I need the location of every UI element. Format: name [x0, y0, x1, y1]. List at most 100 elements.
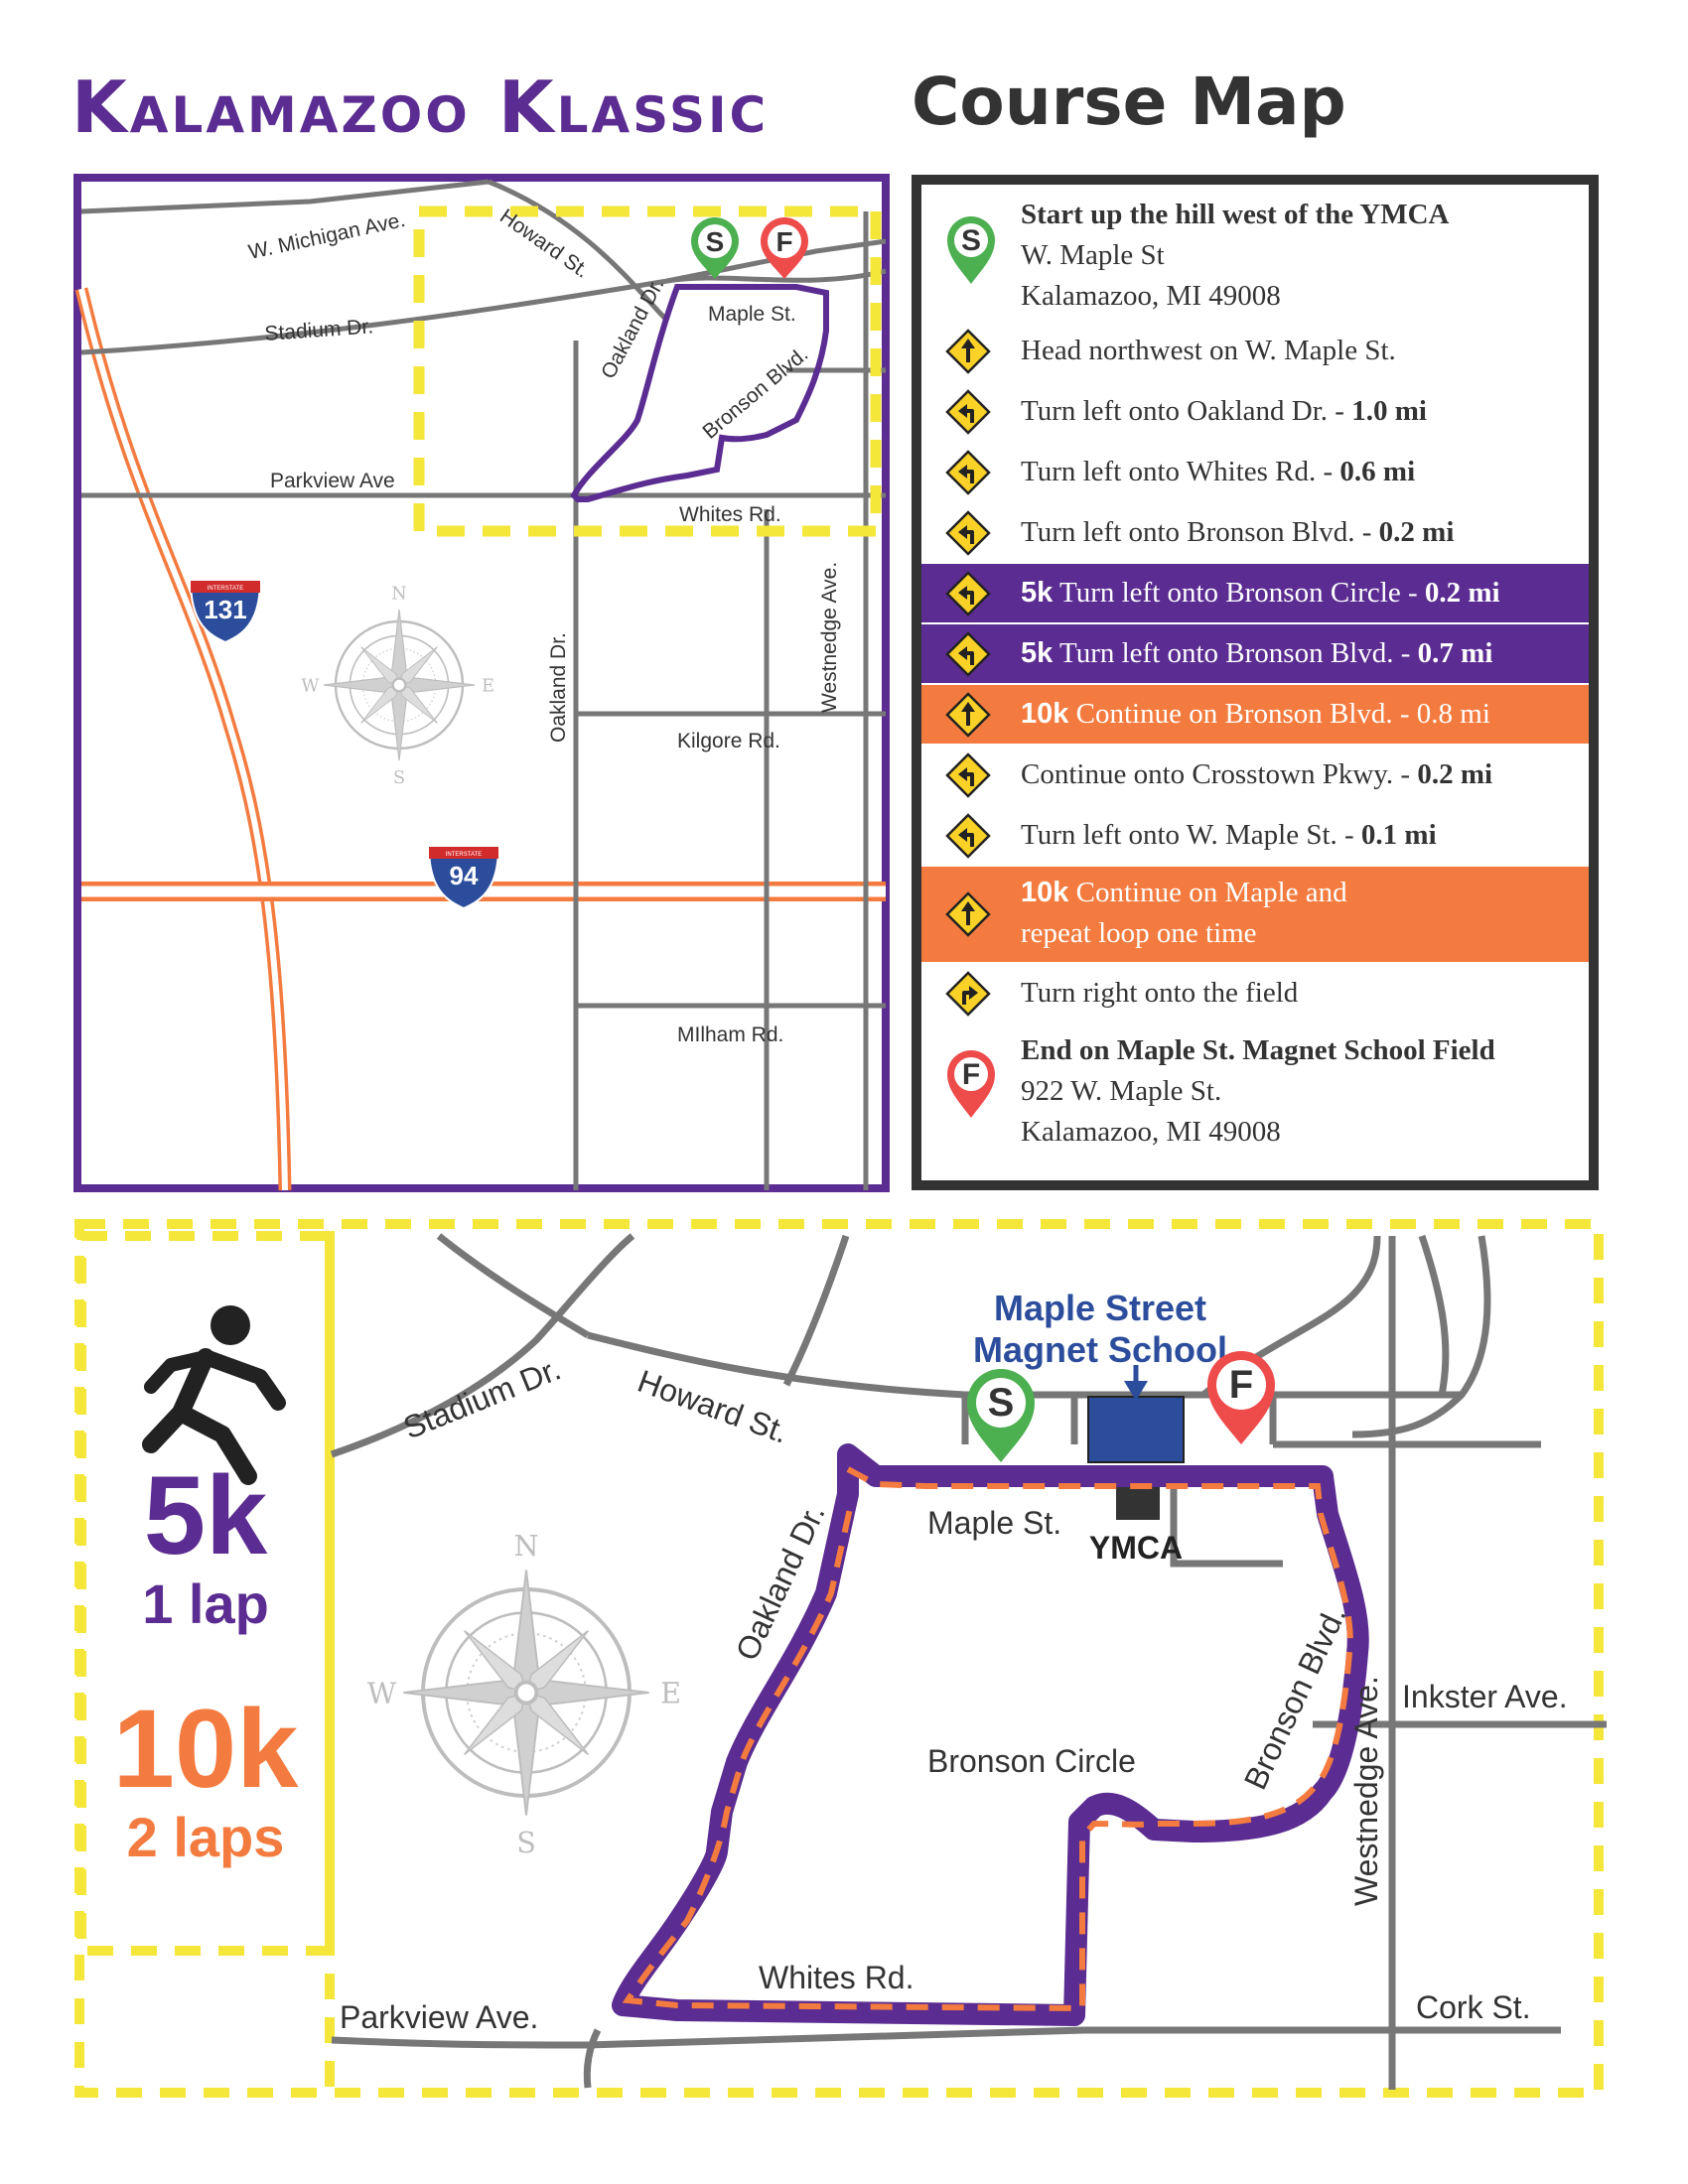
direction-step-3: Turn left onto Whites Rd. - 0.6 mi	[921, 443, 1589, 501]
step-tag: 5k	[1021, 637, 1054, 669]
arrow-up-sign-icon	[945, 691, 991, 743]
turn-left-sign-icon	[945, 630, 991, 682]
direction-step-7: 10k Continue on Bronson Blvd. - 0.8 mi	[921, 685, 1589, 744]
title-course-map: Course Map	[912, 64, 1346, 140]
step-distance: 0.2 mi	[1378, 516, 1455, 548]
shield-131-number: 131	[204, 595, 246, 624]
detail-compass-e: E	[660, 1676, 681, 1709]
interstate-94-shield: INTERSTATE 94	[427, 846, 500, 910]
directions-start-letter: S	[961, 224, 981, 257]
overview-compass-icon: N S E W	[301, 585, 494, 789]
overview-label-oakland-south: Oakland Dr.	[547, 632, 570, 743]
runner-icon	[142, 1305, 286, 1485]
direction-step-8: Continue onto Crosstown Pkwy. - 0.2 mi	[921, 746, 1589, 804]
turn-left-sign-icon	[945, 812, 991, 864]
directions-finish-letter: F	[962, 1058, 980, 1091]
direction-step-6: 5k Turn left onto Bronson Blvd. - 0.7 mi	[921, 624, 1589, 683]
step-text: Continue on Bronson Blvd. - 0.8 mi	[1075, 698, 1490, 730]
shield-131-top: INTERSTATE	[208, 586, 243, 592]
detail-map[interactable]: N S E W 5k 1 lap 10k 2 laps Maple Street…	[71, 1216, 1607, 2110]
step-distance: 0.2 mi	[1417, 758, 1493, 790]
overview-label-parkview: Parkview Ave	[270, 470, 395, 492]
detail-label-stadium: Stadium Dr.	[398, 1350, 565, 1445]
step-text: Turn left onto Oakland Dr. -	[1021, 395, 1352, 427]
detail-start-letter: S	[988, 1381, 1015, 1425]
direction-step-1: Head northwest on W. Maple St.	[921, 322, 1589, 380]
step-tag: 5k	[1021, 577, 1054, 609]
detail-label-inkster: Inkster Ave.	[1402, 1679, 1568, 1714]
arrow-up-sign-icon	[945, 328, 991, 379]
direction-step-11: Turn right onto the field	[921, 964, 1589, 1023]
ymca-label: YMCA	[1089, 1530, 1183, 1566]
direction-step-4: Turn left onto Bronson Blvd. - 0.2 mi	[921, 503, 1589, 562]
end-title: End on Maple St. Magnet School Field	[1021, 1034, 1495, 1066]
detail-label-parkview: Parkview Ave.	[340, 1999, 538, 2035]
step-text: Turn right onto the field	[1021, 977, 1299, 1009]
detail-label-whites: Whites Rd.	[759, 1960, 914, 1995]
school-arrow-icon	[1124, 1381, 1148, 1401]
school-building-icon	[1087, 1396, 1185, 1463]
detail-finish-letter: F	[1229, 1363, 1253, 1407]
overview-label-kilgore: Kilgore Rd.	[677, 730, 780, 752]
start-street: W. Maple St	[1021, 239, 1165, 271]
shield-94-number: 94	[450, 861, 479, 890]
direction-step-2: Turn left onto Oakland Dr. - 1.0 mi	[921, 382, 1589, 441]
legend-5k-laps: 1 lap	[142, 1572, 269, 1635]
step-text: Turn left onto Bronson Blvd. -	[1021, 516, 1379, 548]
school-label-line2: Magnet School	[973, 1329, 1227, 1370]
directions-end: F End on Maple St. Magnet School Field 922…	[921, 1030, 1589, 1155]
zoom-area-box	[413, 205, 882, 537]
detail-label-cork: Cork St.	[1416, 1989, 1531, 2025]
step-text: Turn left onto Bronson Circle -	[1059, 577, 1425, 609]
step-distance: 0.6 mi	[1339, 456, 1416, 487]
step-tag: 10k	[1021, 698, 1069, 730]
detail-roads	[330, 1233, 1607, 2090]
overview-compass-s: S	[393, 768, 405, 788]
start-pin-icon: S	[945, 214, 997, 291]
directions-start: S Start up the hill west of the YMCA W. Ma…	[921, 195, 1589, 314]
title-kalamazoo-klassic: Kalamazoo Klassic	[71, 66, 770, 149]
start-title: Start up the hill west of the YMCA	[1021, 199, 1450, 230]
detail-finish-marker-icon: F	[1207, 1351, 1275, 1444]
detail-compass-icon: N S E W	[367, 1529, 681, 1859]
overview-label-milham: MIlham Rd.	[677, 1024, 783, 1046]
detail-label-westnedge: Westnedge Ave.	[1348, 1676, 1384, 1906]
finish-pin-icon: F	[945, 1048, 997, 1125]
turn-left-sign-icon	[945, 449, 991, 500]
end-street: 922 W. Maple St.	[1021, 1075, 1222, 1107]
overview-label-maple: Maple St.	[708, 303, 796, 326]
detail-label-oakland: Oakland Dr.	[729, 1499, 832, 1666]
detail-start-marker-icon: S	[967, 1369, 1035, 1462]
detail-label-bronson-circle: Bronson Circle	[927, 1743, 1136, 1779]
overview-map[interactable]: INTERSTATE 131 INTERSTATE 94 N S E W W. …	[71, 172, 892, 1194]
step-distance: 0.1 mi	[1360, 819, 1437, 851]
detail-compass-n: N	[513, 1529, 538, 1563]
step-distance: 1.0 mi	[1351, 395, 1427, 427]
step-text: Turn left onto W. Maple St. -	[1021, 819, 1361, 851]
overview-label-westnedge: Westnedge Ave.	[818, 562, 841, 713]
course-loop	[570, 284, 829, 502]
overview-compass-e: E	[482, 676, 494, 696]
legend-10k: 10k	[113, 1687, 300, 1811]
legend-10k-laps: 2 laps	[127, 1806, 285, 1868]
overview-start-marker-icon: S	[691, 217, 739, 279]
start-city: Kalamazoo, MI 49008	[1021, 280, 1281, 312]
turn-left-sign-icon	[945, 570, 991, 621]
school-label-line1: Maple Street	[994, 1288, 1206, 1328]
direction-step-10: 10k Continue on Maple and repeat loop one…	[921, 867, 1589, 962]
arrow-up-sign-icon	[945, 891, 991, 942]
interstate-131-shield: INTERSTATE 131	[189, 580, 262, 644]
overview-label-whites: Whites Rd.	[679, 503, 781, 526]
detail-label-maple: Maple St.	[927, 1505, 1061, 1541]
step-tag: 10k	[1021, 877, 1069, 908]
step-text: Continue on Maple and	[1075, 877, 1347, 908]
shield-94-top: INTERSTATE	[446, 852, 482, 858]
turn-right-sign-icon	[945, 970, 991, 1022]
legend-5k: 5k	[144, 1453, 268, 1577]
detail-compass-s: S	[516, 1826, 536, 1859]
turn-left-sign-icon	[945, 509, 991, 561]
overview-roads	[80, 179, 887, 1190]
step-text: Head northwest on W. Maple St.	[1021, 335, 1396, 366]
step-text-line2: repeat loop one time	[1021, 917, 1257, 949]
direction-step-9: Turn left onto W. Maple St. - 0.1 mi	[921, 806, 1589, 865]
